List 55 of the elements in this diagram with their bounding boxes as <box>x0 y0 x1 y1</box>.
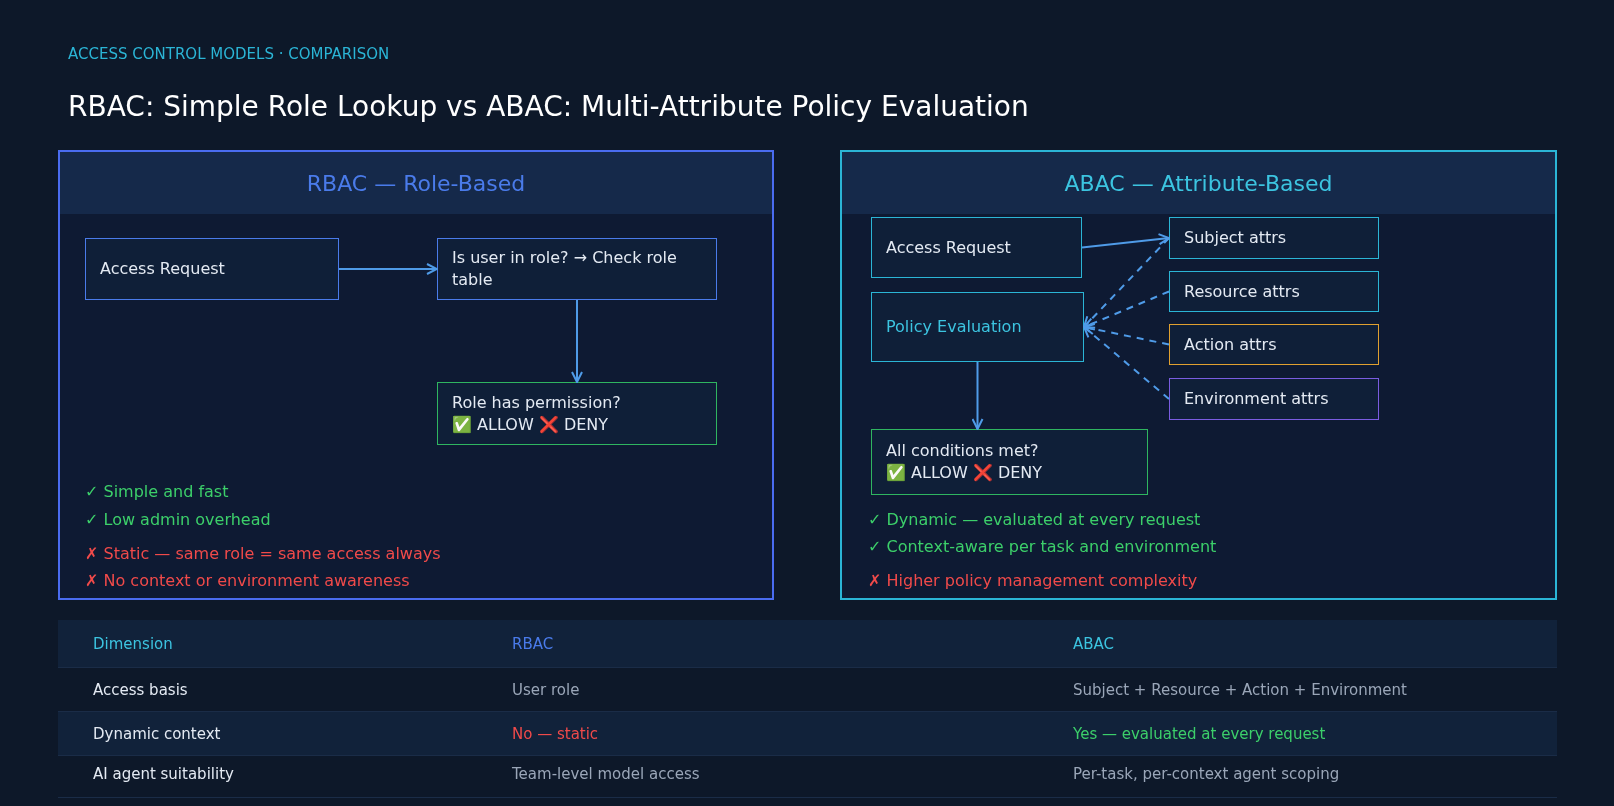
table-text: Per-task, per-context agent scoping <box>1073 765 1340 783</box>
node-text: Role has permission? <box>452 391 622 414</box>
list-item: ✓ Dynamic — evaluated at every request <box>868 509 1201 529</box>
arrow <box>571 299 583 383</box>
table-text: RBAC <box>512 635 554 653</box>
table-text: AI agent suitability <box>93 765 234 783</box>
kicker-text: ACCESS CONTROL MODELS · COMPARISON <box>68 45 390 63</box>
node-text: Is user in role? → Check role table <box>452 247 678 291</box>
process-box <box>437 238 717 300</box>
arrow <box>1081 233 1170 249</box>
node-text: Policy Evaluation <box>886 316 1023 338</box>
node-text: Access Request <box>886 236 1012 259</box>
node-text: Subject attrs <box>1184 227 1288 249</box>
arrow <box>1083 290 1170 329</box>
node-text: All conditions met? <box>886 440 1040 462</box>
process-box <box>871 429 1148 495</box>
list-item: ✓ Low admin overhead <box>85 509 271 529</box>
process-box <box>871 217 1082 278</box>
panel <box>840 150 1557 600</box>
list-item: ✓ Simple and fast <box>85 481 229 501</box>
node-text: Resource attrs <box>1184 280 1301 303</box>
panel-title: ABAC — Attribute-Based <box>842 152 1555 214</box>
process-box <box>437 382 717 445</box>
table-text: ABAC <box>1073 635 1115 653</box>
table-text: No — static <box>512 725 599 743</box>
list-item: ✗ No context or environment awareness <box>85 570 410 590</box>
process-box <box>1169 271 1379 312</box>
process-box <box>1169 324 1379 365</box>
table-text: User role <box>512 681 580 699</box>
node-text: Access Request <box>100 258 226 280</box>
table-text: Dynamic context <box>93 725 221 743</box>
list-item: ✓ Context-aware per task and environment <box>868 536 1217 556</box>
process-box <box>871 292 1084 362</box>
list-item: ✗ Higher policy management complexity <box>868 570 1198 590</box>
arrow <box>1083 326 1170 400</box>
arrow <box>1083 323 1170 346</box>
node-text: ✅ ALLOW ❌ DENY <box>452 413 610 436</box>
process-box <box>1169 378 1379 420</box>
arrow <box>971 361 984 430</box>
arrow <box>338 263 438 275</box>
title: RBAC: Simple Role Lookup vs ABAC: Multi-Attribute Policy Evaluation <box>68 89 1029 123</box>
table-text: Subject + Resource + Action + Environment <box>1073 681 1407 699</box>
node-text: Action attrs <box>1184 333 1278 356</box>
table-text: Yes — evaluated at every request <box>1073 725 1326 743</box>
process-box <box>1169 217 1379 259</box>
table-text: Team-level model access <box>512 765 700 783</box>
node-text: ✅ ALLOW ❌ DENY <box>886 462 1044 484</box>
list-item: ✗ Static — same role = same access always <box>85 543 441 563</box>
panel <box>58 150 774 600</box>
arrow <box>1083 237 1170 328</box>
process-box <box>85 238 339 300</box>
table-text: Dimension <box>93 635 173 653</box>
table-text: Access basis <box>93 681 188 699</box>
panel-title: RBAC — Role-Based <box>60 152 772 214</box>
node-text: Environment attrs <box>1184 388 1330 410</box>
